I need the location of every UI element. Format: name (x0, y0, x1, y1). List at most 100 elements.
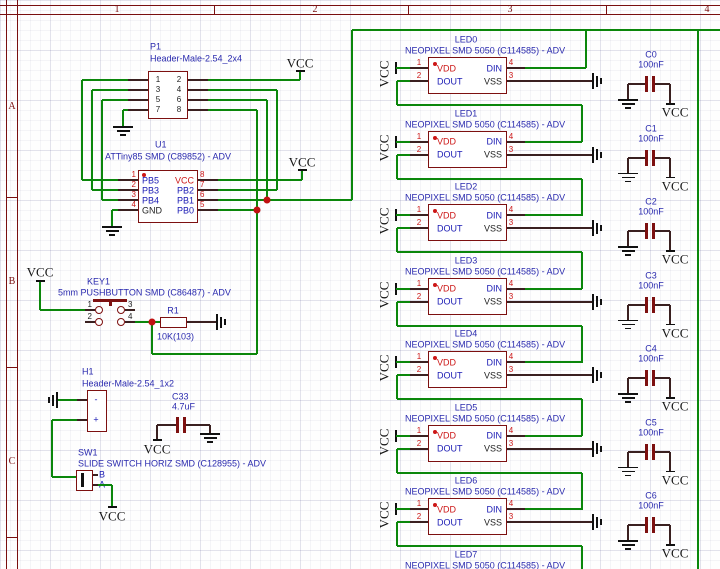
wire[interactable] (218, 199, 352, 201)
pin-line[interactable] (669, 525, 671, 544)
led-part-name[interactable]: NEOPIXEL SMD 5050 (C114585) - ADV (405, 413, 566, 423)
pin-line[interactable] (410, 300, 428, 303)
ground-icon[interactable] (596, 369, 598, 381)
ground-icon[interactable] (105, 230, 119, 232)
capacitor-plate[interactable] (651, 76, 655, 92)
pin-line[interactable] (507, 80, 592, 82)
pin-line[interactable] (188, 99, 208, 101)
led-box[interactable] (428, 204, 507, 241)
pin-line[interactable] (209, 425, 211, 433)
pin-line[interactable] (410, 447, 428, 450)
vcc-net-tick[interactable] (395, 429, 397, 442)
capacitor-plate[interactable] (644, 149, 648, 166)
pin-line[interactable] (507, 521, 592, 523)
vcc-net-tick[interactable] (297, 169, 307, 171)
capacitor-plate[interactable] (644, 517, 648, 533)
wire[interactable] (397, 447, 410, 450)
wire[interactable] (91, 90, 93, 190)
capacitor-plate[interactable] (651, 443, 655, 460)
wire[interactable] (208, 79, 300, 81)
vcc-net-label[interactable]: VCC (376, 354, 392, 382)
pin-line[interactable] (669, 304, 671, 324)
vcc-net-tick[interactable] (665, 103, 675, 105)
wire[interactable] (396, 361, 410, 363)
vcc-net-tick[interactable] (395, 503, 397, 515)
wire[interactable] (112, 209, 118, 211)
ground-icon[interactable] (625, 548, 631, 550)
pin-line[interactable] (669, 378, 671, 397)
ground-icon[interactable] (625, 180, 631, 182)
pin-line[interactable] (655, 377, 670, 379)
pin-line[interactable] (507, 67, 525, 69)
pin-line[interactable] (77, 399, 87, 401)
wire[interactable] (397, 374, 410, 376)
p1-box[interactable] (148, 71, 188, 119)
pin-line[interactable] (507, 508, 525, 510)
wire[interactable] (581, 546, 583, 569)
h1-box[interactable] (87, 390, 107, 432)
ground-icon[interactable] (618, 540, 638, 542)
cap-ref[interactable]: C6 (645, 490, 657, 501)
capacitor-plate[interactable] (651, 149, 655, 166)
wire[interactable] (351, 30, 353, 200)
wire[interactable] (396, 287, 410, 290)
vcc-net-label[interactable]: VCC (376, 428, 392, 455)
led-part-name[interactable]: NEOPIXEL SMD 5050 (C114585) - ADV (405, 339, 566, 350)
vcc-net-tick[interactable] (665, 323, 675, 325)
vcc-net-label[interactable]: VCC (661, 178, 689, 193)
led-ref[interactable]: LED0 (454, 34, 478, 45)
vcc-net-tick[interactable] (665, 176, 675, 178)
u1-part-name[interactable]: ATTiny85 SMD (C89852) - ADV (105, 151, 232, 162)
pin-line[interactable] (628, 524, 645, 526)
pin-line[interactable] (188, 89, 208, 91)
ground-icon[interactable] (621, 397, 635, 399)
wire[interactable] (52, 476, 76, 478)
led-box[interactable] (428, 498, 507, 535)
wire[interactable] (81, 80, 83, 180)
pin-line[interactable] (188, 109, 208, 111)
cap-value[interactable]: 100nF (638, 206, 664, 217)
vcc-net-label[interactable]: VCC (661, 398, 689, 414)
ground-icon[interactable] (592, 440, 594, 457)
ground-icon[interactable] (618, 99, 638, 101)
wire[interactable] (396, 154, 398, 179)
led-part-name[interactable]: NEOPIXEL SMD 5050 (C114585) - ADV (405, 119, 566, 129)
pin-line[interactable] (118, 199, 138, 201)
pin-line[interactable] (655, 83, 670, 85)
vcc-net-tick[interactable] (152, 439, 162, 441)
ground-icon[interactable] (600, 445, 602, 452)
wire[interactable] (396, 301, 398, 326)
ground-icon[interactable] (625, 327, 631, 329)
key1-contact[interactable] (95, 318, 103, 326)
pin-line[interactable] (628, 83, 645, 85)
pin-line[interactable] (198, 179, 218, 181)
ground-icon[interactable] (621, 103, 635, 105)
pin-line[interactable] (128, 79, 148, 81)
pin-line[interactable] (507, 300, 592, 303)
wire[interactable] (92, 189, 118, 191)
vcc-net-tick[interactable] (665, 250, 675, 252)
pin-line[interactable] (655, 230, 670, 232)
capacitor-plate[interactable] (644, 370, 648, 386)
c33-ref[interactable]: C33 (172, 391, 189, 402)
ground-icon[interactable] (592, 220, 594, 236)
capacitor-plate[interactable] (644, 296, 648, 313)
pin-line[interactable] (410, 80, 428, 82)
c33-value[interactable]: 4.7uF (172, 401, 196, 412)
led-part-name[interactable]: NEOPIXEL SMD 5050 (C114585) - ADV (405, 560, 566, 569)
pin-line[interactable] (507, 287, 525, 290)
vcc-net-label[interactable]: VCC (26, 264, 54, 280)
ground-icon[interactable] (618, 319, 638, 321)
wire[interactable] (82, 79, 128, 81)
ground-icon[interactable] (596, 296, 598, 307)
ground-icon[interactable] (618, 393, 638, 395)
wire[interactable] (397, 521, 410, 523)
pin-line[interactable] (507, 434, 525, 437)
ground-icon[interactable] (224, 319, 226, 325)
led-box[interactable] (428, 351, 507, 388)
pin-line[interactable] (198, 209, 218, 211)
pin-line[interactable] (628, 230, 645, 232)
pin-line[interactable] (410, 67, 428, 69)
pin-line[interactable] (627, 378, 629, 393)
pin-line[interactable] (186, 424, 210, 426)
